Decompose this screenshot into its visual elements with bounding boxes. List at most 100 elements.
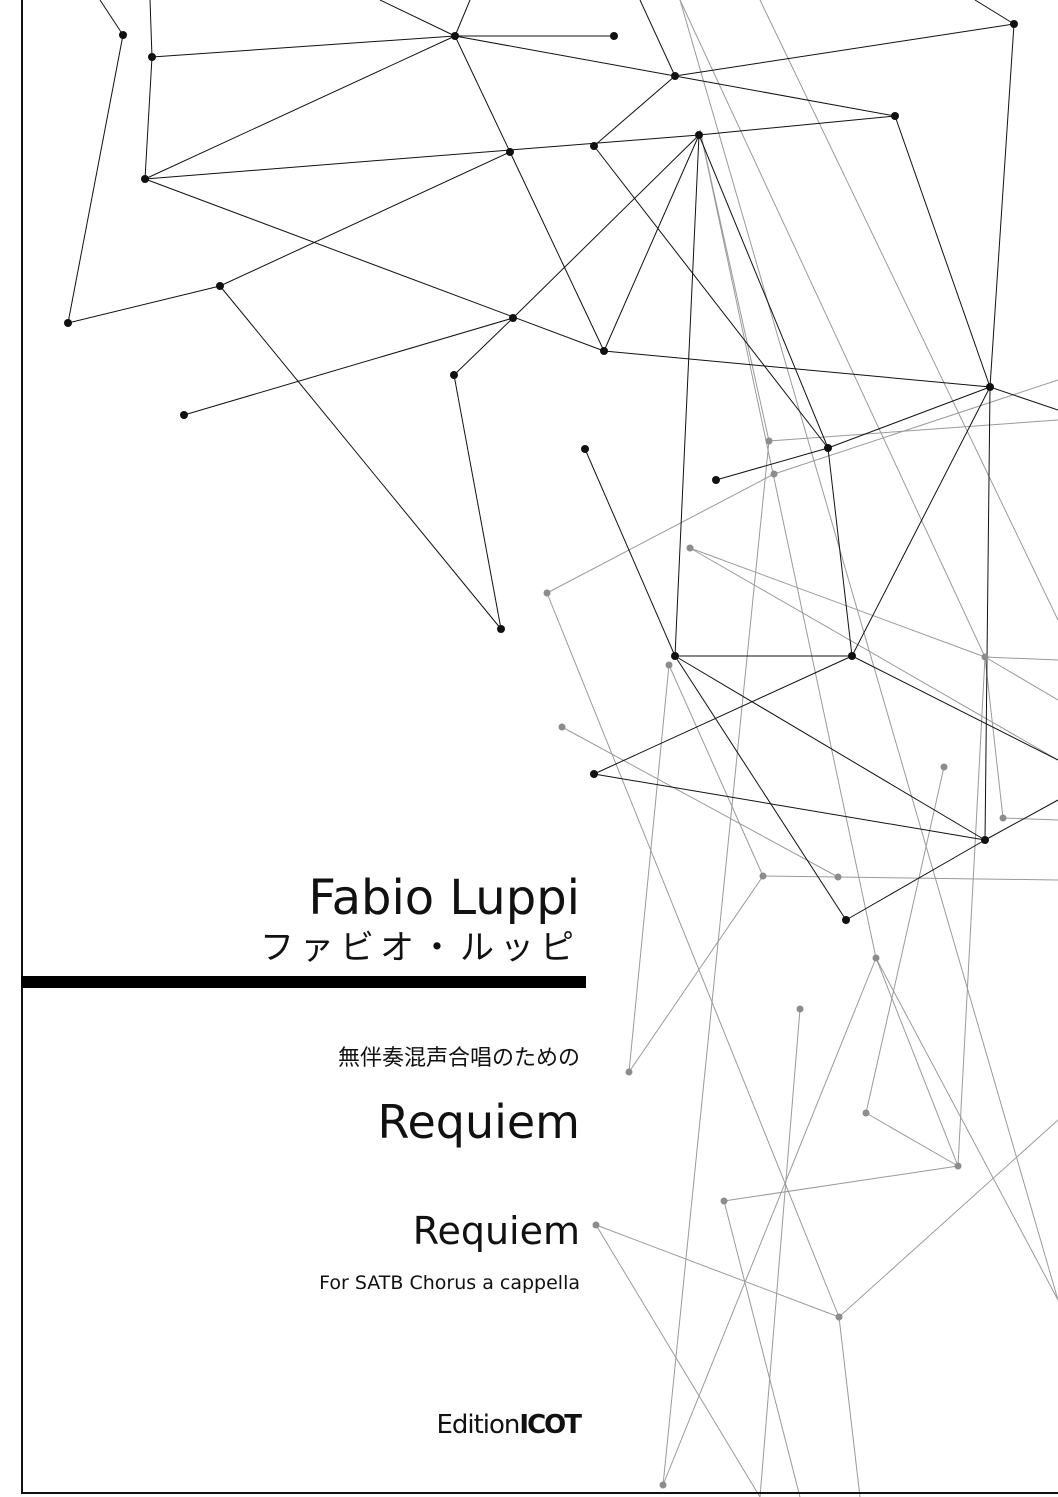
network-node [216, 282, 224, 290]
network-edge [454, 35, 511, 153]
network-edge [679, 0, 986, 658]
network-edge [723, 1165, 959, 1202]
network-node [659, 1481, 667, 1489]
network-node [671, 72, 679, 80]
network-node [506, 148, 514, 156]
network-node [665, 661, 673, 669]
network-node [940, 763, 948, 771]
network-node [671, 652, 679, 660]
network-edge [603, 350, 991, 388]
network-edge [219, 151, 511, 287]
network-edge [699, 129, 877, 959]
network-edge [698, 134, 829, 449]
network-edge [546, 473, 775, 594]
network-edge [851, 386, 991, 657]
network-node [543, 589, 551, 597]
composer-name-japanese: ファビオ・ルッピ [260, 928, 580, 968]
network-edge [662, 957, 877, 1486]
network-node [450, 371, 458, 379]
network-node [796, 1005, 804, 1013]
network-edge [674, 655, 986, 841]
network-edge [698, 115, 896, 136]
network-node [981, 836, 989, 844]
network-edge [989, 23, 1015, 388]
network-edge [453, 374, 502, 630]
network-edge [509, 151, 605, 352]
network-edge [595, 1224, 840, 1318]
network-edge [845, 839, 986, 921]
publisher-logo: EditionICOT [436, 1408, 582, 1442]
network-edge [837, 876, 1058, 881]
network-node [834, 873, 842, 881]
network-node [686, 544, 694, 552]
network-node [1010, 20, 1018, 28]
network-edge [715, 447, 829, 481]
network-node [986, 383, 994, 391]
composer-name: Fabio Luppi [308, 870, 580, 926]
network-edge [584, 448, 676, 657]
scoring-subtitle: For SATB Chorus a cappella [319, 1272, 580, 1294]
network-edge [759, 1008, 801, 1497]
network-node [891, 112, 899, 120]
network-node [141, 175, 149, 183]
publisher-prefix: Edition [436, 1410, 520, 1440]
network-node [590, 142, 598, 150]
network-node [148, 53, 156, 61]
network-node [720, 1197, 728, 1205]
network-node [712, 476, 720, 484]
network-edge [957, 656, 986, 1167]
network-edge [838, 1119, 1058, 1318]
network-edge [768, 419, 1058, 442]
network-edge [875, 957, 1058, 1301]
network-edge [151, 35, 456, 58]
network-edge [875, 957, 959, 1167]
network-edge [639, 0, 676, 77]
network-node [625, 1068, 633, 1076]
network-edge [454, 0, 471, 37]
network-edge [762, 875, 839, 878]
network-edge [67, 34, 124, 324]
network-edge [723, 1200, 801, 1497]
network-edge [984, 656, 1004, 819]
network-node [848, 652, 856, 660]
network-edge [674, 655, 847, 921]
network-edge [603, 134, 700, 352]
network-edge [827, 386, 991, 449]
network-edge [894, 115, 991, 388]
network-edge [865, 766, 945, 1114]
network-node [954, 1162, 962, 1170]
network-edge [99, 0, 124, 36]
network-edge [865, 1112, 959, 1167]
network-node [770, 470, 778, 478]
network-edge [149, 0, 153, 58]
network-node [999, 814, 1007, 822]
network-edge [838, 1316, 861, 1497]
network-edge [984, 656, 1058, 661]
network-edge [593, 145, 829, 449]
network-edge [593, 75, 676, 147]
network-edge [984, 799, 1058, 841]
network-edge [759, 0, 1058, 621]
network-node [180, 411, 188, 419]
network-node [835, 1313, 843, 1321]
network-edge [144, 134, 700, 180]
network-edge [827, 447, 853, 657]
network-edge [219, 285, 502, 630]
network-edge [689, 547, 986, 658]
network-edge [773, 379, 1058, 475]
subtitle-japanese: 無伴奏混声合唱のための [337, 1046, 580, 1071]
network-edge [662, 440, 770, 1486]
network-node [600, 347, 608, 355]
network-edge [674, 75, 896, 117]
network-edge [1002, 817, 1058, 821]
network-edge [593, 773, 986, 841]
network-edge [144, 56, 153, 180]
network-node [558, 723, 566, 731]
network-edge [989, 386, 1058, 411]
network-edge [595, 1224, 761, 1497]
network-edge [144, 178, 605, 352]
network-node [509, 314, 517, 322]
page-border-bottom [21, 1492, 1058, 1494]
network-edge [699, 129, 770, 442]
network-node [842, 916, 850, 924]
